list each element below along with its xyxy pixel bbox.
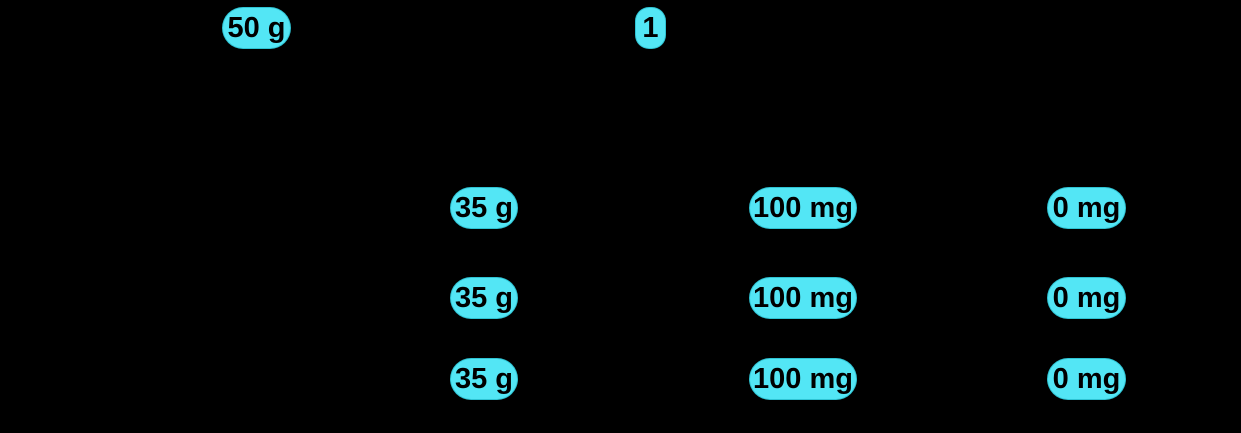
- value-badge-35g-row3: 35 g: [451, 359, 517, 399]
- value-badge-0mg-row3: 0 mg: [1048, 359, 1125, 399]
- value-badge-100mg-row1: 100 mg: [750, 188, 856, 228]
- value-badge-0mg-row1: 0 mg: [1048, 188, 1125, 228]
- value-badge-100mg-row3: 100 mg: [750, 359, 856, 399]
- value-badge-50g: 50 g: [223, 8, 290, 48]
- value-badge-35g-row1: 35 g: [451, 188, 517, 228]
- value-badge-1: 1: [636, 8, 665, 48]
- value-badge-35g-row2: 35 g: [451, 278, 517, 318]
- value-badge-0mg-row2: 0 mg: [1048, 278, 1125, 318]
- value-badge-100mg-row2: 100 mg: [750, 278, 856, 318]
